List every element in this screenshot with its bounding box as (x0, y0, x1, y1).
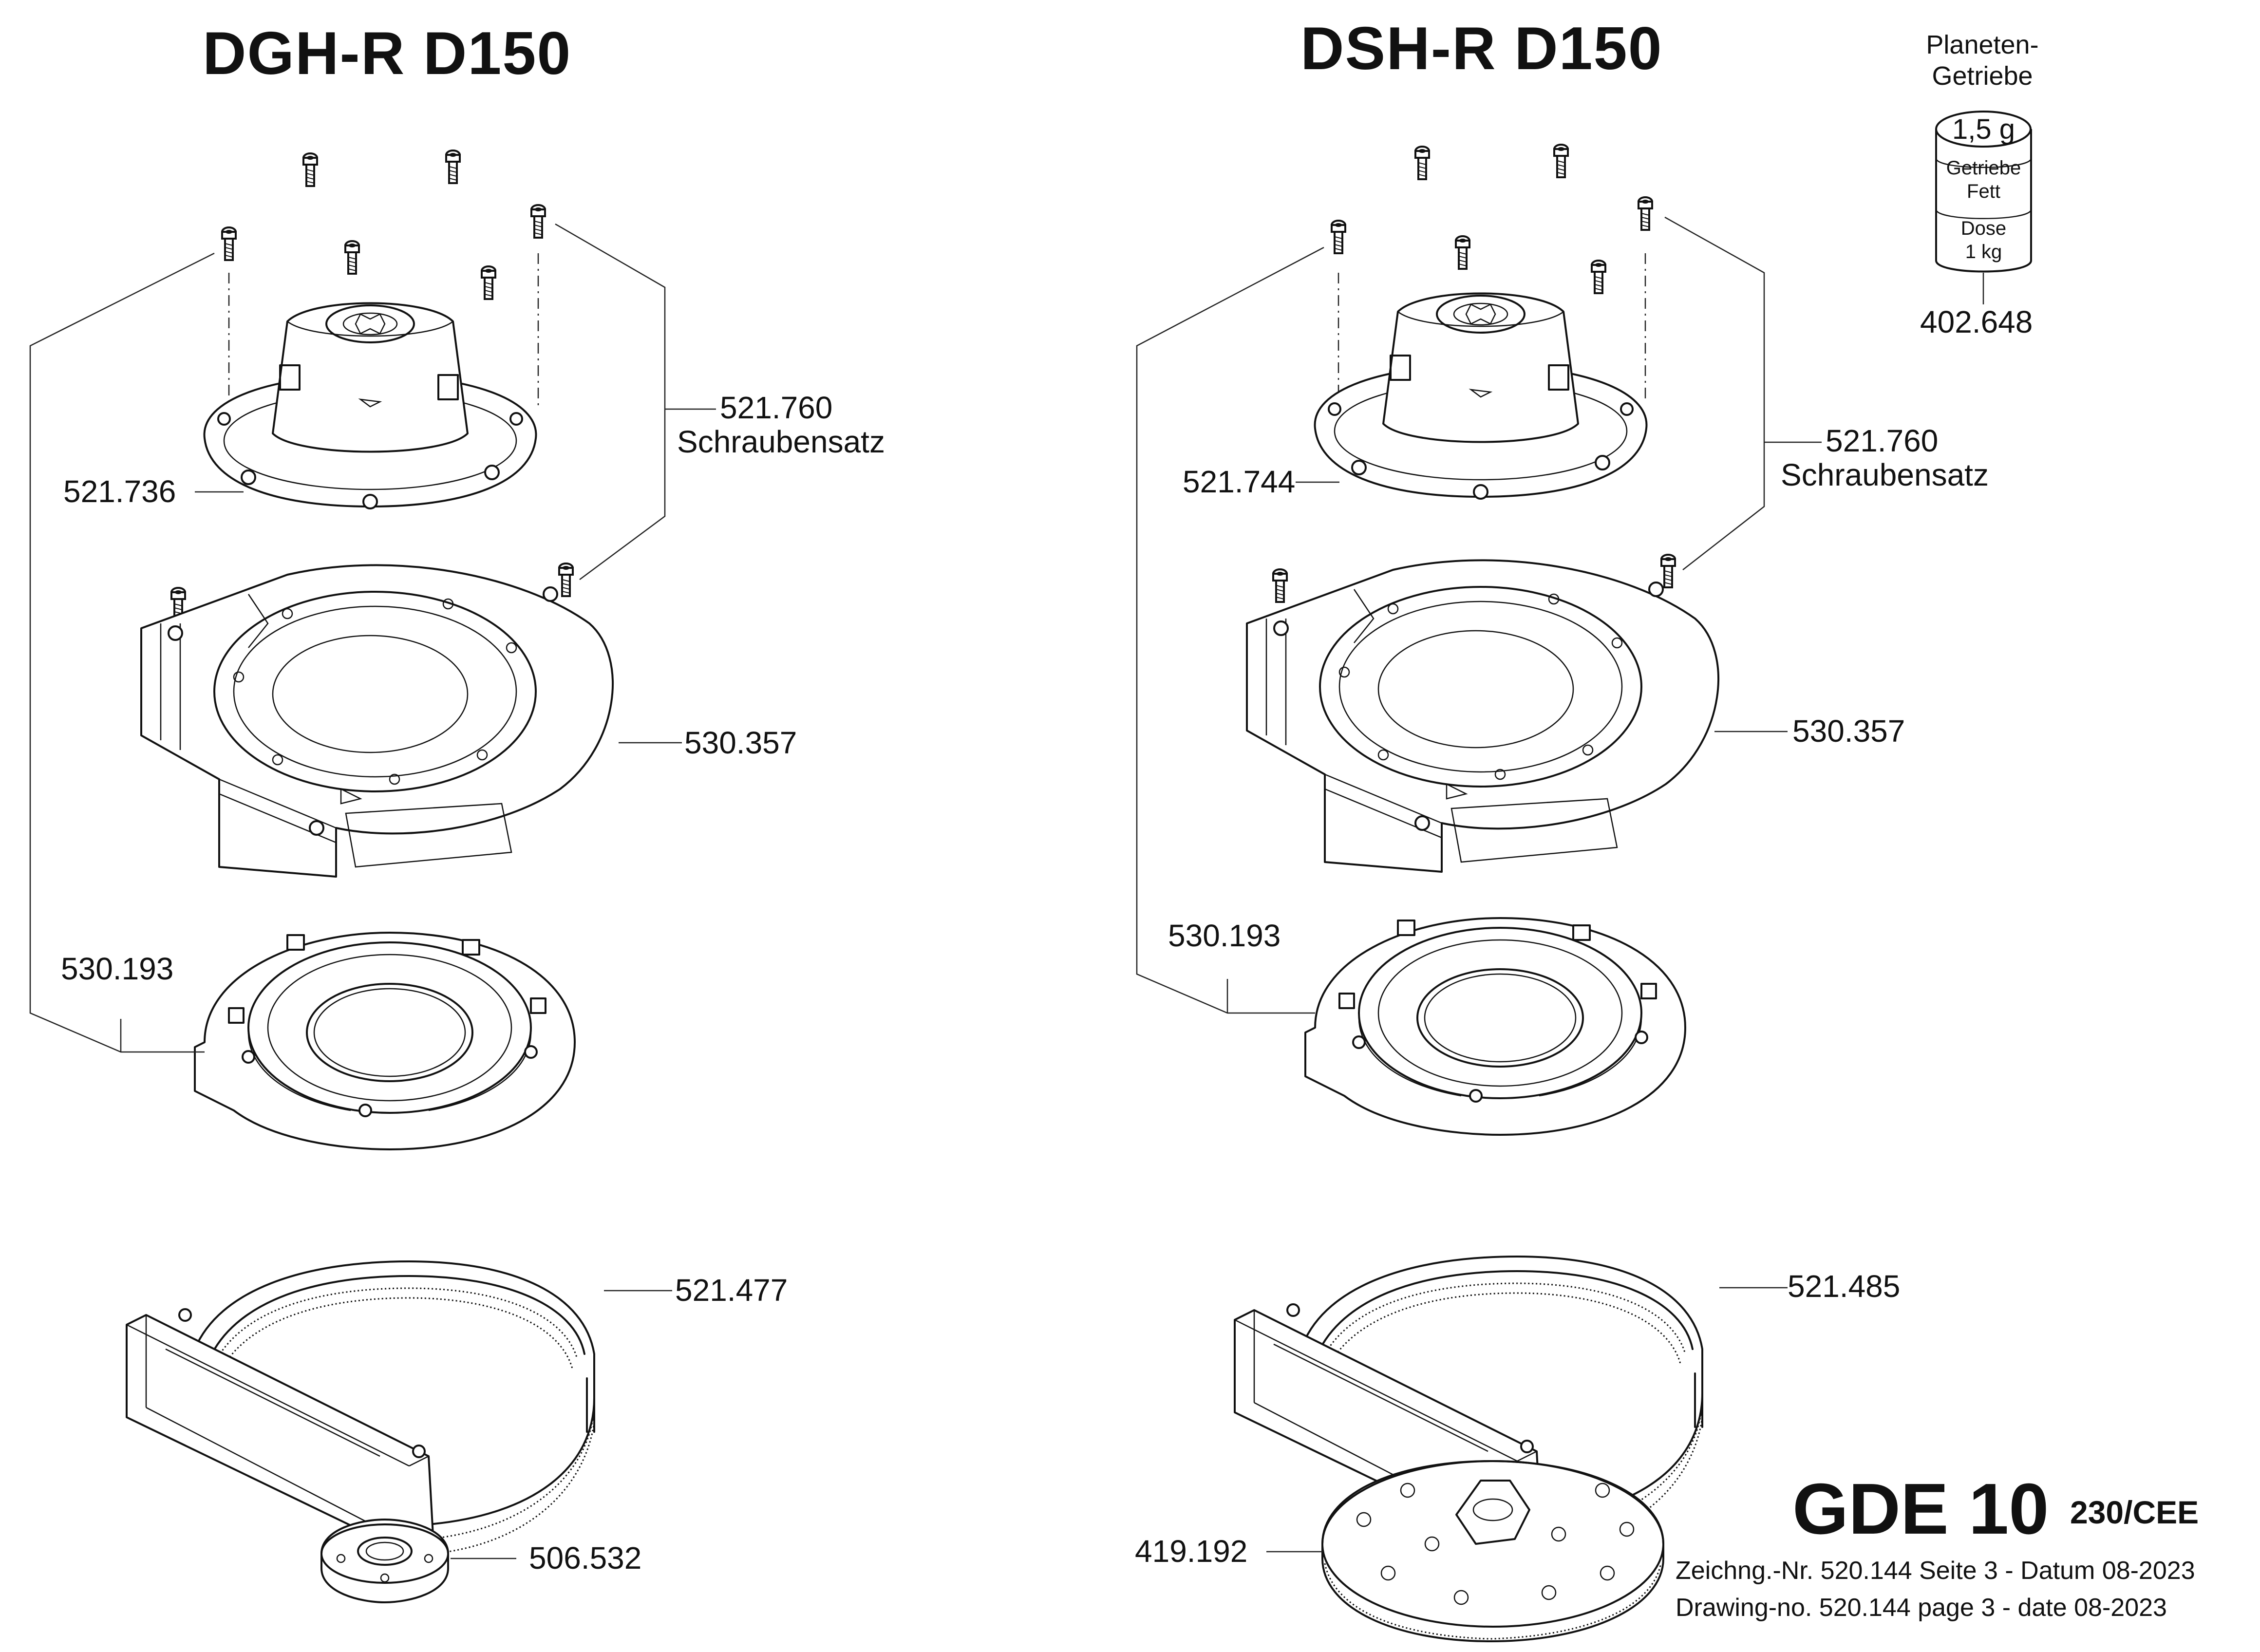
left-screw-set-name: Schraubensatz (677, 424, 885, 459)
right-brush-number: 521.485 (1788, 1269, 1901, 1304)
screw (481, 265, 496, 300)
screw (1660, 554, 1676, 588)
right-housing-number: 530.357 (1792, 713, 1905, 749)
left-flange-nut-number: 506.532 (529, 1540, 642, 1576)
flange-nut (320, 1519, 449, 1603)
suction-housing (1246, 559, 1719, 873)
right-ring-number: 530.193 (1168, 918, 1281, 953)
screw (558, 563, 574, 597)
drive-head-521736 (203, 302, 537, 509)
model-voltage: 230/CEE (2070, 1494, 2199, 1530)
brush-ring-521477 (126, 1260, 595, 1555)
screw (530, 204, 546, 239)
footer-line-english: Drawing-no. 520.144 page 3 - date 08-202… (1676, 1594, 2167, 1622)
right-screw-set-number: 521.760 (1826, 423, 1939, 458)
right-screw-set-name: Schraubensatz (1781, 457, 1989, 492)
grease-heading-1: Planeten- (1926, 30, 2039, 59)
left-brush-number: 521.477 (675, 1273, 788, 1308)
right-head-number: 521.744 (1183, 464, 1296, 499)
screw (1638, 196, 1653, 231)
adapter-ring (1304, 917, 1686, 1136)
model-name: GDE 10 (1792, 1469, 2049, 1549)
adapter-ring (194, 932, 576, 1150)
screw (1414, 146, 1430, 180)
grease-pack-1: Dose (1960, 218, 2007, 239)
grease-amount: 1,5 g (1952, 113, 2015, 145)
grease-pack-2: 1 kg (1965, 241, 2002, 263)
footer-line-german: Zeichng.-Nr. 520.144 Seite 3 - Datum 08-… (1676, 1557, 2195, 1585)
grease-type-1: Getriebe (1946, 157, 2021, 179)
grease-type-2: Fett (1967, 181, 2000, 202)
title-right: DSH-R D150 (1300, 15, 1663, 82)
right-backing-pad-number: 419.192 (1135, 1534, 1248, 1569)
screw (1591, 260, 1606, 294)
backing-pad (1321, 1460, 1664, 1642)
screw (445, 150, 461, 184)
screw (1272, 568, 1288, 603)
screw (1553, 144, 1569, 178)
left-head-number: 521.736 (63, 474, 176, 509)
left-housing-number: 530.357 (684, 725, 797, 760)
left-screw-set-number: 521.760 (720, 390, 833, 425)
screw (344, 240, 360, 275)
screw (302, 152, 318, 187)
title-left: DGH-R D150 (203, 20, 572, 87)
grease-part-number: 402.648 (1920, 304, 2033, 339)
suction-housing (140, 564, 614, 878)
screw (1455, 235, 1470, 270)
screw (1331, 220, 1346, 254)
right-assembly (1136, 111, 2032, 1642)
grease-heading-2: Getriebe (1932, 61, 2033, 91)
left-ring-number: 530.193 (61, 951, 174, 986)
grease-can (1935, 111, 2032, 304)
screw (221, 226, 237, 261)
drive-head-521744 (1314, 292, 1648, 500)
left-assembly (29, 150, 716, 1603)
